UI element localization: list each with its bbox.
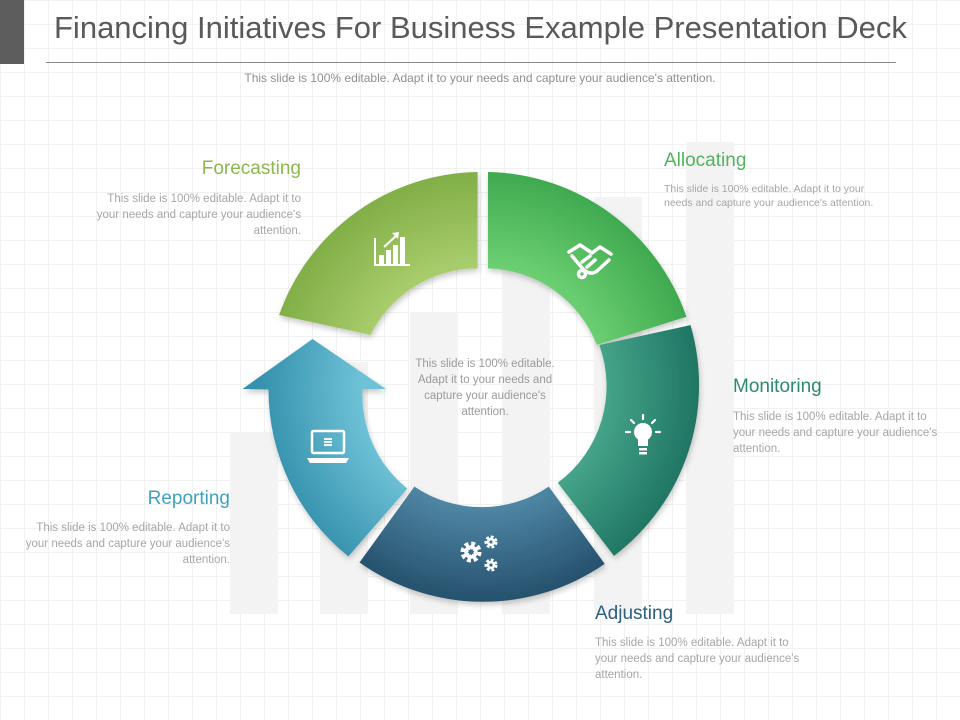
page-subtitle: This slide is 100% editable. Adapt it to…: [244, 71, 716, 85]
allocating-description: This slide is 100% editable. Adapt it to…: [664, 183, 874, 209]
segment-monitoring: [557, 325, 700, 556]
reporting-description: This slide is 100% editable. Adapt it to…: [25, 522, 230, 566]
laptop-icon: [307, 429, 349, 463]
gears-icon: [460, 535, 498, 572]
allocating-label: Allocating: [664, 150, 747, 171]
corner-accent: [0, 0, 24, 64]
forecasting-label: Forecasting: [201, 158, 301, 179]
handshake-icon: [567, 243, 613, 280]
forecasting-description: This slide is 100% editable. Adapt it to…: [96, 193, 301, 237]
center-description: This slide is 100% editable. Adapt it to…: [415, 358, 555, 418]
segment-forecasting: [279, 172, 478, 335]
background-bar-1: [230, 432, 278, 614]
page-title: Financing Initiatives For Business Examp…: [54, 10, 907, 45]
adjusting-label: Adjusting: [595, 603, 674, 624]
monitoring-description: This slide is 100% editable. Adapt it to…: [733, 411, 938, 455]
segment-reporting: [242, 339, 408, 557]
bar-chart-growth-icon: [374, 232, 410, 266]
monitoring-label: Monitoring: [733, 376, 822, 397]
reporting-label: Reporting: [147, 488, 230, 509]
title-divider: [46, 62, 896, 63]
lightbulb-icon: [624, 413, 662, 455]
segment-adjusting: [359, 486, 605, 602]
adjusting-description: This slide is 100% editable. Adapt it to…: [595, 637, 800, 681]
